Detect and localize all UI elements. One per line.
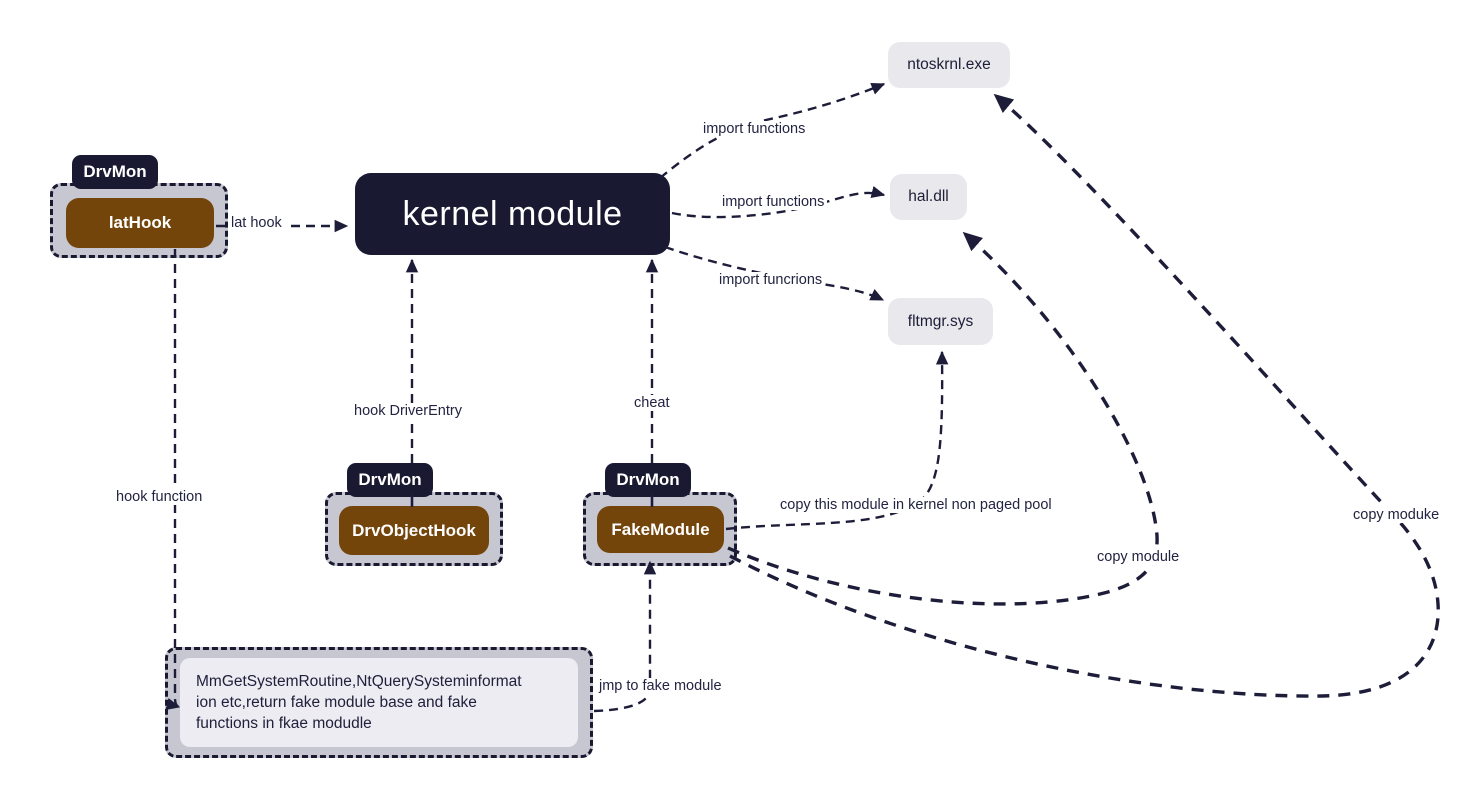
ntoskrnl-label: ntoskrnl.exe (907, 56, 991, 73)
label-import-functions-ntoskrnl: import functions (700, 121, 809, 137)
label-jmp-to-fake-module: jmp to fake module (596, 678, 725, 694)
lathook-label: latHook (108, 213, 172, 232)
fltmgr-node: fltmgr.sys (888, 298, 993, 345)
label-copy-moduke: copy moduke (1350, 507, 1443, 523)
fltmgr-label: fltmgr.sys (907, 312, 974, 330)
label-cheat: cheat (631, 395, 673, 411)
edge-copy-moduke (729, 93, 1440, 698)
label-copy-module: copy module (1094, 549, 1183, 565)
label-hook-function: hook function (113, 489, 206, 505)
label-hook-driverentry: hook DriverEntry (351, 403, 465, 419)
drvobjecthook-label: DrvObjectHook (352, 520, 476, 540)
drvmon-tab-label: DrvMon (358, 470, 422, 489)
edge-copy-module (727, 231, 1159, 606)
drvmon-tab-lathook: DrvMon (72, 155, 158, 189)
hal-label: hal.dll (908, 188, 949, 205)
drvmon-tab-label: DrvMon (616, 470, 680, 489)
label-import-funcrions-fltmgr: import funcrions (716, 272, 826, 288)
edge-hook-function (165, 249, 181, 710)
lathook-node: latHook (66, 198, 214, 248)
fakemodule-node: FakeModule (597, 506, 724, 553)
drvmon-tab-label: DrvMon (83, 162, 147, 181)
kernel-module-node: kernel module (355, 173, 670, 255)
ntoskrnl-node: ntoskrnl.exe (888, 42, 1010, 88)
label-copy-this-module: copy this module in kernel non paged poo… (777, 497, 1055, 513)
label-import-functions-hal: import functions (719, 194, 828, 210)
drvmon-tab-fakemodule: DrvMon (605, 463, 691, 497)
fakemodule-label: FakeModule (611, 519, 710, 539)
hook-routines-note: MmGetSystemRoutine,NtQuerySysteminformat… (180, 658, 578, 747)
label-lat-hook: lat hook (228, 215, 285, 231)
hal-node: hal.dll (890, 174, 967, 220)
drvobjecthook-node: DrvObjectHook (339, 506, 489, 555)
drvmon-tab-drvobjecthook: DrvMon (347, 463, 433, 497)
kernel-module-label: kernel module (402, 194, 623, 233)
